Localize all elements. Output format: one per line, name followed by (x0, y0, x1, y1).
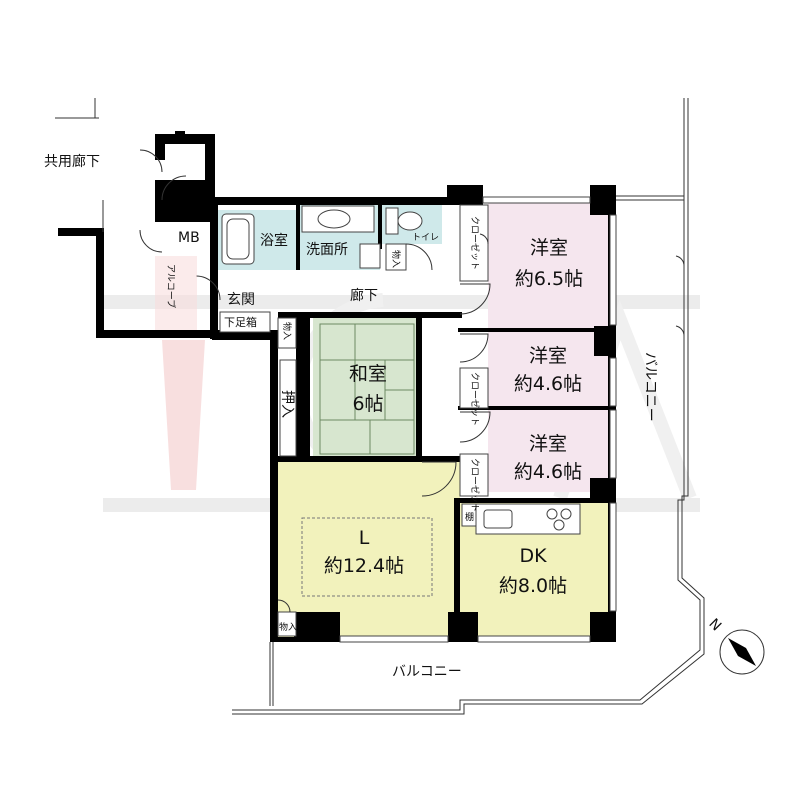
room-name-living: L (359, 527, 370, 549)
label-balcony-south: バルコニー (392, 664, 462, 680)
label-oshiire: 押入 (279, 390, 295, 418)
room-fill-western-1 (488, 202, 610, 330)
kitchen-counter (475, 503, 581, 535)
label-closet-1: クローゼット (469, 216, 481, 270)
tatami-mats (319, 323, 415, 455)
label-washroom: 洗面所 (306, 242, 348, 258)
label-shoe-box: 下足箱 (224, 315, 257, 329)
room-fill-western-2 (488, 330, 610, 408)
room-size-living: 約12.4帖 (324, 555, 404, 577)
label-toilet: トイレ (412, 233, 439, 243)
windows (339, 196, 617, 643)
washbasin-fixture (301, 205, 381, 269)
label-common-corridor: 共用廊下 (44, 153, 100, 170)
toilet-fixture (385, 207, 423, 235)
room-size-western-1: 約6.5帖 (515, 268, 583, 290)
label-corridor: 廊下 (350, 287, 378, 304)
room-fill-japanese (313, 318, 419, 460)
living-rug (301, 517, 433, 597)
closets (219, 204, 489, 637)
room-size-western-3: 約4.6帖 (514, 461, 582, 483)
room-size-dining-kitchen: 約8.0帖 (499, 575, 567, 597)
outer-lines (55, 98, 705, 715)
room-name-japanese: 和室 (349, 363, 387, 385)
door-swings (139, 149, 685, 613)
label-storage-wash: 物入 (390, 250, 402, 268)
label-closet-3: クローゼット (469, 458, 481, 512)
room-name-western-2: 洋室 (529, 345, 567, 367)
label-storage-living: 物入 (279, 621, 297, 633)
label-balcony-east: バルコニー (642, 352, 658, 422)
room-size-japanese: 6帖 (352, 393, 383, 415)
label-entrance: 玄関 (227, 291, 255, 308)
alcove-area (155, 256, 197, 330)
north-compass-icon (719, 629, 765, 675)
room-size-western-2: 約4.6帖 (514, 373, 582, 395)
label-storage-corridor: 物入 (281, 322, 293, 340)
label-alcove: アルコーブ (165, 264, 177, 308)
label-closet-2: クローゼット (469, 372, 481, 426)
bathtub-fixture (221, 213, 255, 265)
compass-north-label: N (705, 616, 724, 635)
label-shelf: 棚 (465, 511, 474, 523)
room-fill-western-3 (488, 410, 610, 492)
label-bath: 浴室 (260, 232, 288, 249)
label-mb: MB (178, 230, 200, 246)
room-name-western-1: 洋室 (530, 237, 568, 259)
room-fill-living-ext (418, 462, 460, 498)
room-name-western-3: 洋室 (529, 433, 567, 455)
room-name-dining-kitchen: DK (519, 545, 547, 567)
